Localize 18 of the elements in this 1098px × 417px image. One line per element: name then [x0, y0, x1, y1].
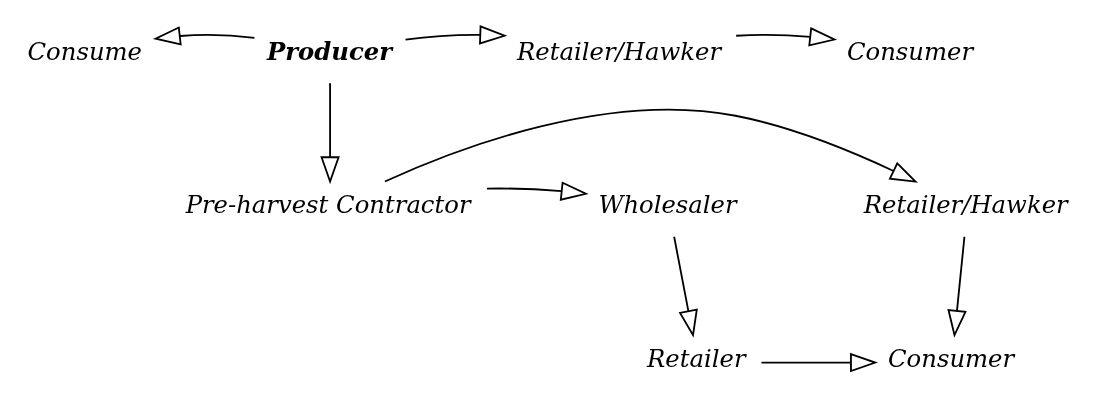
- node-text: Producer: [266, 36, 393, 66]
- node-text: Retailer/Hawker: [863, 189, 1068, 219]
- arrow: [404, 24, 508, 45]
- arrow: [673, 235, 698, 338]
- arrow: [947, 235, 967, 338]
- arrow: [384, 108, 918, 183]
- node-text: Retailer: [647, 343, 746, 373]
- node-text: Pre-harvest Contractor: [185, 189, 471, 219]
- node-text: Retailer/Hawker: [517, 36, 722, 66]
- node-text: Wholesaler: [598, 189, 737, 219]
- arrow: [735, 26, 838, 46]
- arrow: [320, 81, 340, 184]
- arrow: [152, 25, 256, 46]
- node-text: Consumer: [888, 343, 1015, 373]
- node-text: Consume: [27, 36, 143, 66]
- arrow: [486, 180, 589, 201]
- arrow: [760, 352, 879, 372]
- node-text: Consumer: [846, 36, 974, 66]
